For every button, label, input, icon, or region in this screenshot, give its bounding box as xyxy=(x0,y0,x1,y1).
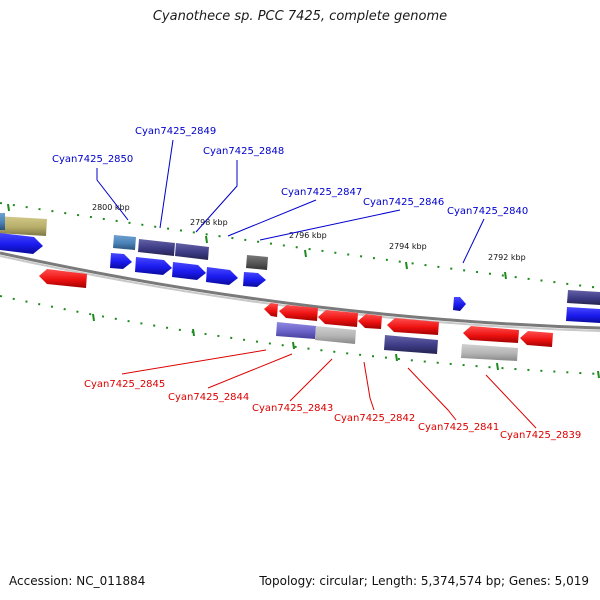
gene-arrow[interactable] xyxy=(175,243,209,260)
gene-label[interactable]: Cyan7425_2846 xyxy=(363,197,444,208)
gene-label[interactable]: Cyan7425_2845 xyxy=(84,379,165,390)
gene-arrow[interactable] xyxy=(461,344,518,361)
scale-tick-label: 2800 kbp xyxy=(92,203,130,212)
inner-scale-ring xyxy=(0,295,600,379)
gene-label[interactable]: Cyan7425_2850 xyxy=(52,154,133,165)
gene-label[interactable]: Cyan7425_2841 xyxy=(418,422,499,433)
gene-label[interactable]: Cyan7425_2839 xyxy=(500,430,581,441)
gene-arrow[interactable] xyxy=(276,322,316,339)
gene-arrow[interactable] xyxy=(453,297,466,311)
gene-arrow[interactable] xyxy=(387,318,439,335)
gene-arrow[interactable] xyxy=(463,326,519,343)
gene-arrow[interactable] xyxy=(206,267,238,285)
gene-label[interactable]: Cyan7425_2842 xyxy=(334,413,415,424)
gene-arrow[interactable] xyxy=(110,253,132,269)
gene-arrow[interactable] xyxy=(113,235,136,250)
genome-backbone-shadow xyxy=(0,255,600,332)
scale-tick-label: 2796 kbp xyxy=(289,231,327,240)
scale-tick-label: 2798 kbp xyxy=(190,218,228,227)
gene-arrow[interactable] xyxy=(243,272,266,287)
gene-label[interactable]: Cyan7425_2848 xyxy=(203,146,284,157)
scale-tick-label: 2794 kbp xyxy=(389,242,427,251)
gene-label[interactable]: Cyan7425_2849 xyxy=(135,126,216,137)
gene-arrow[interactable] xyxy=(358,314,382,329)
gene-arrow[interactable] xyxy=(279,305,318,321)
gene-label[interactable]: Cyan7425_2847 xyxy=(281,187,362,198)
scale-tick-label: 2792 kbp xyxy=(488,253,526,262)
gene-arrow[interactable] xyxy=(566,307,600,323)
gene-label[interactable]: Cyan7425_2840 xyxy=(447,206,528,217)
gene-arrow[interactable] xyxy=(0,216,47,236)
gene-arrow[interactable] xyxy=(246,255,268,270)
forward-gene-labels: Cyan7425_2849 Cyan7425_2850 Cyan7425_284… xyxy=(52,126,528,264)
gene-arrow[interactable] xyxy=(0,233,43,254)
gene-arrow[interactable] xyxy=(39,269,87,288)
gene-row-reverse-lower xyxy=(276,322,518,361)
gene-arrow[interactable] xyxy=(0,213,5,230)
gene-arrow[interactable] xyxy=(318,310,358,327)
gene-row-forward-upper xyxy=(0,213,600,305)
gene-arrow[interactable] xyxy=(567,290,600,305)
gene-arrow[interactable] xyxy=(138,239,175,256)
gene-arrow[interactable] xyxy=(135,257,172,275)
gene-row-forward-lower xyxy=(0,233,600,323)
reverse-gene-labels: Cyan7425_2845 Cyan7425_2844 Cyan7425_284… xyxy=(84,349,581,441)
gene-arrow[interactable] xyxy=(315,326,356,344)
genome-title: Cyanothece sp. PCC 7425, complete genome xyxy=(152,9,448,24)
gene-arrow[interactable] xyxy=(520,331,553,347)
gene-label[interactable]: Cyan7425_2844 xyxy=(168,392,249,403)
accession-text: Accession: NC_011884 xyxy=(9,574,146,588)
gene-arrow[interactable] xyxy=(384,335,438,354)
genome-info-text: Topology: circular; Length: 5,374,574 bp… xyxy=(259,574,589,588)
gene-arrow[interactable] xyxy=(264,303,278,317)
outer-scale-ring xyxy=(0,202,600,289)
gene-row-reverse-upper xyxy=(39,269,553,347)
genome-backbone xyxy=(0,251,600,330)
gene-label[interactable]: Cyan7425_2843 xyxy=(252,403,333,414)
gene-arrow[interactable] xyxy=(172,262,206,280)
